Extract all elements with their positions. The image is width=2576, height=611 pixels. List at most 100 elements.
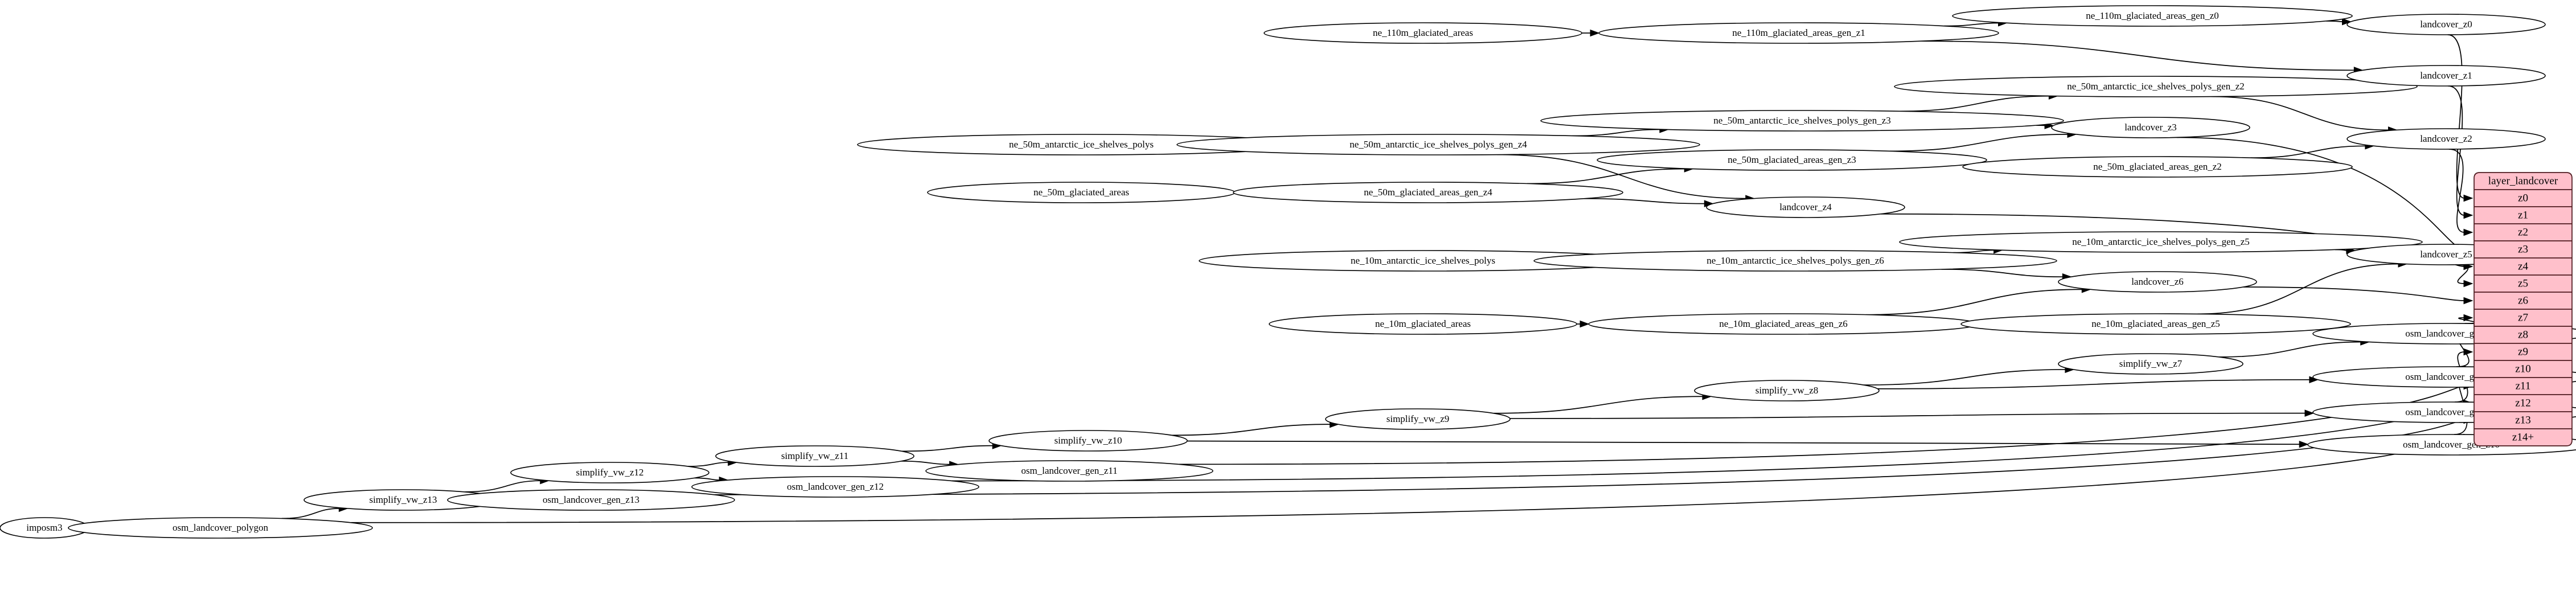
edge-line [2243, 286, 2465, 301]
node-shape [2347, 128, 2546, 150]
graph-node-ne_50m_antarctic_ice_shelves_polys_gen_z3[interactable]: ne_50m_antarctic_ice_shelves_polys_gen_z… [1540, 110, 2064, 132]
node-shape [1325, 408, 1511, 430]
node-label: simplify_vw_z10 [1055, 435, 1122, 446]
graph-node-ne_50m_glaciated_areas_gen_z2[interactable]: ne_50m_glaciated_areas_gen_z2 [1962, 156, 2353, 178]
graph-node-ne_110m_glaciated_areas_gen_z1[interactable]: ne_110m_glaciated_areas_gen_z1 [1598, 22, 1999, 44]
node-label: landcover_z1 [2420, 70, 2472, 81]
table-row-z8[interactable]: z8 [2518, 329, 2528, 341]
edge-line [2449, 149, 2465, 233]
graph-node-landcover_z3[interactable]: landcover_z3 [2051, 117, 2250, 138]
graph-node-ne_110m_glaciated_areas[interactable]: ne_110m_glaciated_areas [1264, 22, 1582, 44]
node-label: imposm3 [26, 522, 62, 533]
graph-node-imposm3[interactable]: imposm3 [0, 517, 89, 539]
node-layer: imposm3 osm_landcover_polygon simplify_vw_… [0, 5, 2576, 539]
graph-node-landcover_z0[interactable]: landcover_z0 [2347, 14, 2546, 35]
graph-node-ne_50m_antarctic_ice_shelves_polys_gen_z4[interactable]: ne_50m_antarctic_ice_shelves_polys_gen_z… [1176, 134, 1700, 155]
graph-node-landcover_z6[interactable]: landcover_z6 [2058, 271, 2257, 293]
table-row-z14+[interactable]: z14+ [2512, 431, 2534, 443]
node-shape [1540, 110, 2064, 132]
graph-node-ne_10m_antarctic_ice_shelves_polys_gen_z6[interactable]: ne_10m_antarctic_ice_shelves_polys_gen_z… [1533, 250, 2057, 272]
edge-line [1509, 412, 2306, 419]
table-row-z2[interactable]: z2 [2518, 226, 2528, 238]
table-row-z6[interactable]: z6 [2518, 294, 2528, 306]
node-label: ne_110m_glaciated_areas [1373, 27, 1473, 38]
graph-node-ne_110m_glaciated_areas_gen_z0[interactable]: ne_110m_glaciated_areas_gen_z0 [1952, 5, 2353, 27]
edge-arrowhead [1580, 320, 1590, 328]
node-label: landcover_z5 [2420, 249, 2472, 260]
table-row-z1[interactable]: z1 [2518, 209, 2528, 221]
node-shape [691, 476, 979, 498]
table-row-z5[interactable]: z5 [2518, 277, 2528, 289]
table-row-z11[interactable]: z11 [2516, 380, 2531, 392]
graph-node-landcover_z1[interactable]: landcover_z1 [2347, 65, 2546, 87]
graph-node-osm_landcover_polygon[interactable]: osm_landcover_polygon [68, 517, 373, 539]
graph-node-ne_10m_glaciated_areas_gen_z6[interactable]: ne_10m_glaciated_areas_gen_z6 [1588, 313, 1979, 335]
graph-node-landcover_z4[interactable]: landcover_z4 [1706, 196, 1905, 218]
node-label: ne_110m_glaciated_areas_gen_z1 [1732, 27, 1865, 38]
node-label: osm_landcover_gen_z11 [1021, 465, 1117, 476]
table-row-z10[interactable]: z10 [2515, 363, 2530, 375]
edge-line [1171, 424, 1331, 436]
node-shape [1694, 380, 1880, 401]
table-row-z13[interactable]: z13 [2515, 414, 2530, 426]
node-shape [2058, 353, 2243, 375]
graph-node-ne_50m_antarctic_ice_shelves_polys[interactable]: ne_50m_antarctic_ice_shelves_polys [857, 134, 1306, 155]
table-row-z12[interactable]: z12 [2515, 397, 2530, 409]
node-label: ne_10m_antarctic_ice_shelves_polys_gen_z… [2072, 236, 2250, 247]
edge-arrowhead [2463, 314, 2474, 322]
graph-node-simplify_vw_z7[interactable]: simplify_vw_z7 [2058, 353, 2243, 375]
graph-node-ne_50m_antarctic_ice_shelves_polys_gen_z2[interactable]: ne_50m_antarctic_ice_shelves_polys_gen_z… [1894, 76, 2418, 97]
graph-node-osm_landcover_gen_z11[interactable]: osm_landcover_gen_z11 [925, 460, 1213, 482]
node-label: landcover_z6 [2131, 276, 2184, 287]
node-shape [1962, 156, 2353, 178]
graph-node-simplify_vw_z11[interactable]: simplify_vw_z11 [715, 445, 914, 467]
node-label: landcover_z4 [1779, 202, 1832, 212]
table-node-layer: layer_landcoverz0z1z2z3z4z5z6z7z8z9z10z1… [2474, 172, 2573, 446]
table-row-z7[interactable]: z7 [2518, 311, 2528, 323]
graph-node-ne_50m_glaciated_areas_gen_z4[interactable]: ne_50m_glaciated_areas_gen_z4 [1233, 182, 1623, 203]
node-shape [1960, 313, 2351, 335]
edge-line [1187, 440, 2300, 445]
table-row-z3[interactable]: z3 [2518, 243, 2528, 255]
edge-line [901, 445, 994, 452]
graph-node-simplify_vw_z12[interactable]: simplify_vw_z12 [510, 462, 709, 483]
graph-node-simplify_vw_z13[interactable]: simplify_vw_z13 [303, 489, 503, 511]
table-node-layer-landcover[interactable]: layer_landcoverz0z1z2z3z4z5z6z7z8z9z10z1… [2474, 172, 2573, 446]
node-shape [2058, 271, 2257, 293]
graph-node-ne_10m_glaciated_areas[interactable]: ne_10m_glaciated_areas [1269, 313, 1577, 335]
node-label: ne_10m_glaciated_areas [1375, 318, 1471, 329]
node-shape [1894, 76, 2418, 97]
graph-node-simplify_vw_z9[interactable]: simplify_vw_z9 [1325, 408, 1511, 430]
graph-edge [2243, 286, 2474, 305]
node-shape [1533, 250, 2057, 272]
graph-node-landcover_z2[interactable]: landcover_z2 [2347, 128, 2546, 150]
edge-line [1900, 95, 2050, 112]
graph-node-ne_10m_antarctic_ice_shelves_polys[interactable]: ne_10m_antarctic_ice_shelves_polys [1199, 250, 1647, 272]
graph-node-ne_50m_glaciated_areas_gen_z3[interactable]: ne_50m_glaciated_areas_gen_z3 [1597, 149, 1987, 171]
node-label: ne_50m_glaciated_areas [1033, 187, 1129, 198]
table-row-z9[interactable]: z9 [2518, 346, 2528, 358]
graph-edge [1921, 40, 2364, 74]
graph-node-ne_50m_glaciated_areas[interactable]: ne_50m_glaciated_areas [927, 182, 1236, 203]
node-shape [2347, 65, 2546, 87]
edge-line [1944, 22, 1999, 27]
node-shape [1899, 231, 2423, 253]
graph-edge [2449, 149, 2474, 236]
graph-node-ne_10m_glaciated_areas_gen_z5[interactable]: ne_10m_glaciated_areas_gen_z5 [1960, 313, 2351, 335]
table-row-z4[interactable]: z4 [2518, 260, 2528, 272]
graph-node-osm_landcover_gen_z12[interactable]: osm_landcover_gen_z12 [691, 476, 979, 498]
edge-line [694, 477, 720, 481]
edge-line [1954, 249, 1995, 253]
node-label: ne_50m_antarctic_ice_shelves_polys [1009, 139, 1154, 150]
node-label: ne_50m_glaciated_areas_gen_z3 [1728, 154, 1856, 165]
node-shape [510, 462, 709, 483]
node-shape [2347, 14, 2546, 35]
graph-node-simplify_vw_z8[interactable]: simplify_vw_z8 [1694, 380, 1880, 401]
graph-node-osm_landcover_gen_z13[interactable]: osm_landcover_gen_z13 [447, 489, 735, 511]
table-row-z0[interactable]: z0 [2518, 192, 2528, 204]
graph-node-ne_10m_antarctic_ice_shelves_polys_gen_z5[interactable]: ne_10m_antarctic_ice_shelves_polys_gen_z… [1899, 231, 2423, 253]
graph-node-simplify_vw_z10[interactable]: simplify_vw_z10 [988, 430, 1188, 452]
graph-edge [1941, 269, 2072, 281]
